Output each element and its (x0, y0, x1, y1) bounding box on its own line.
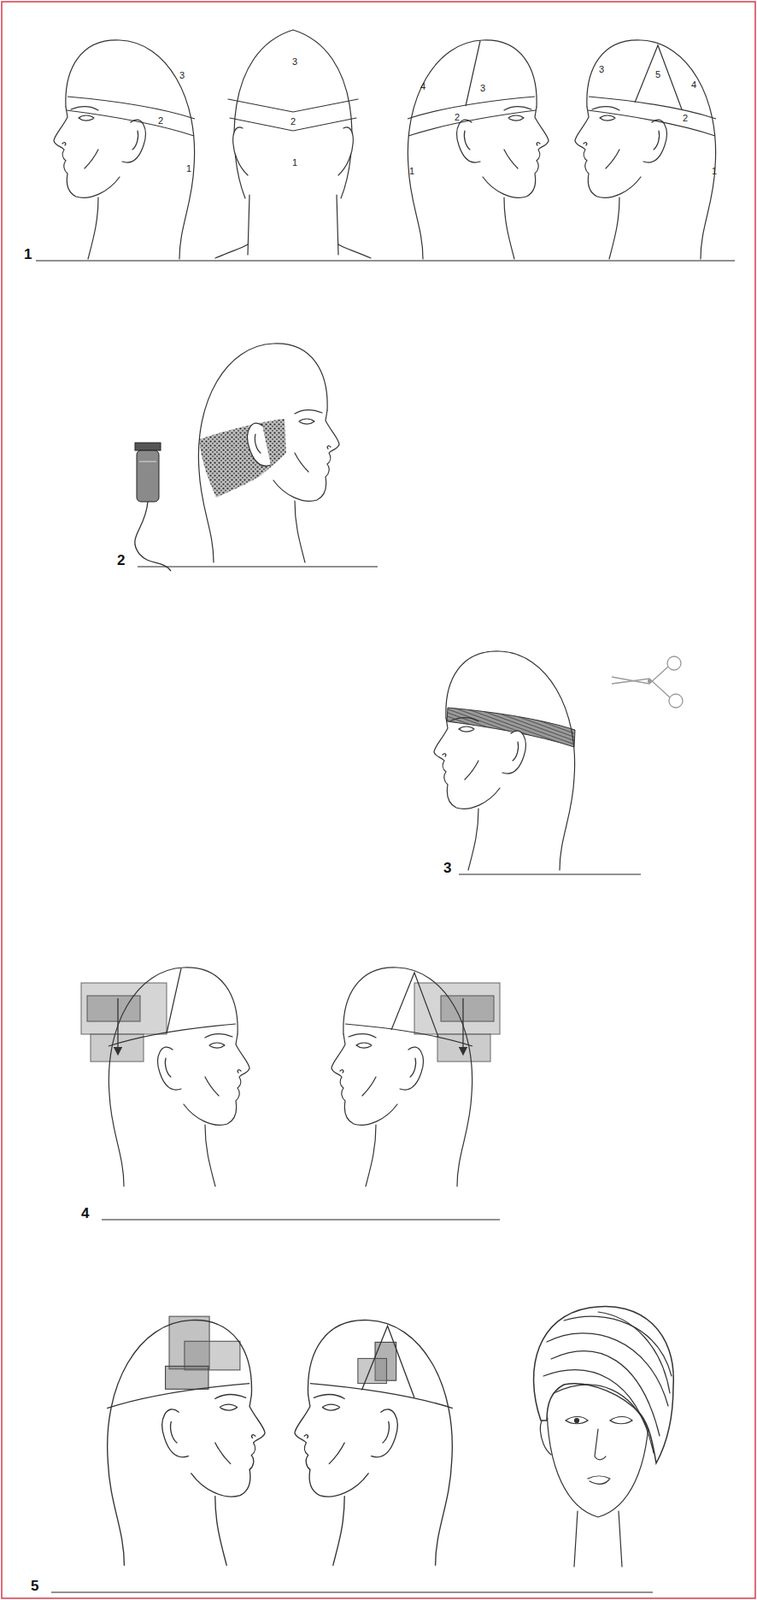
zone-number: 2 (158, 116, 164, 126)
head-profile (407, 40, 549, 259)
zone-number: 2 (290, 117, 296, 127)
head-profile (575, 40, 716, 259)
step-number: 4 (81, 1205, 89, 1221)
zone-number: 3 (598, 64, 605, 75)
zone-number: 1 (186, 164, 192, 174)
head-back-view (215, 29, 371, 259)
answer-line (35, 260, 735, 262)
zone-number: 3 (179, 70, 185, 81)
head-top-sections (294, 1320, 453, 1566)
head-sections (81, 967, 250, 1186)
zone-number: 3 (480, 83, 486, 94)
zone-number: 4 (420, 82, 426, 92)
answer-line (458, 874, 641, 875)
zone-number: 1 (292, 158, 298, 168)
zone-number: 5 (655, 70, 661, 80)
zone-number: 1 (711, 166, 717, 177)
answer-line (51, 1591, 653, 1593)
finished-style-front (534, 1305, 675, 1567)
step-number: 5 (30, 1578, 39, 1593)
clipper (134, 442, 171, 571)
step-number: 3 (443, 860, 452, 875)
scissors (611, 656, 683, 708)
answer-line (101, 1219, 500, 1221)
head-profile (53, 40, 195, 259)
answer-line (137, 566, 378, 568)
head-band-cut (434, 651, 576, 870)
zone-number: 3 (292, 57, 298, 67)
zone-number: 2 (682, 113, 688, 124)
head-top-sections (106, 1315, 265, 1565)
step-number: 2 (117, 552, 125, 568)
step-number: 1 (23, 246, 32, 262)
zone-number: 4 (691, 80, 697, 90)
zone-number: 1 (409, 166, 415, 177)
head-sections (331, 967, 500, 1186)
zone-number: 2 (454, 112, 460, 123)
head-clipper-area (198, 343, 340, 563)
